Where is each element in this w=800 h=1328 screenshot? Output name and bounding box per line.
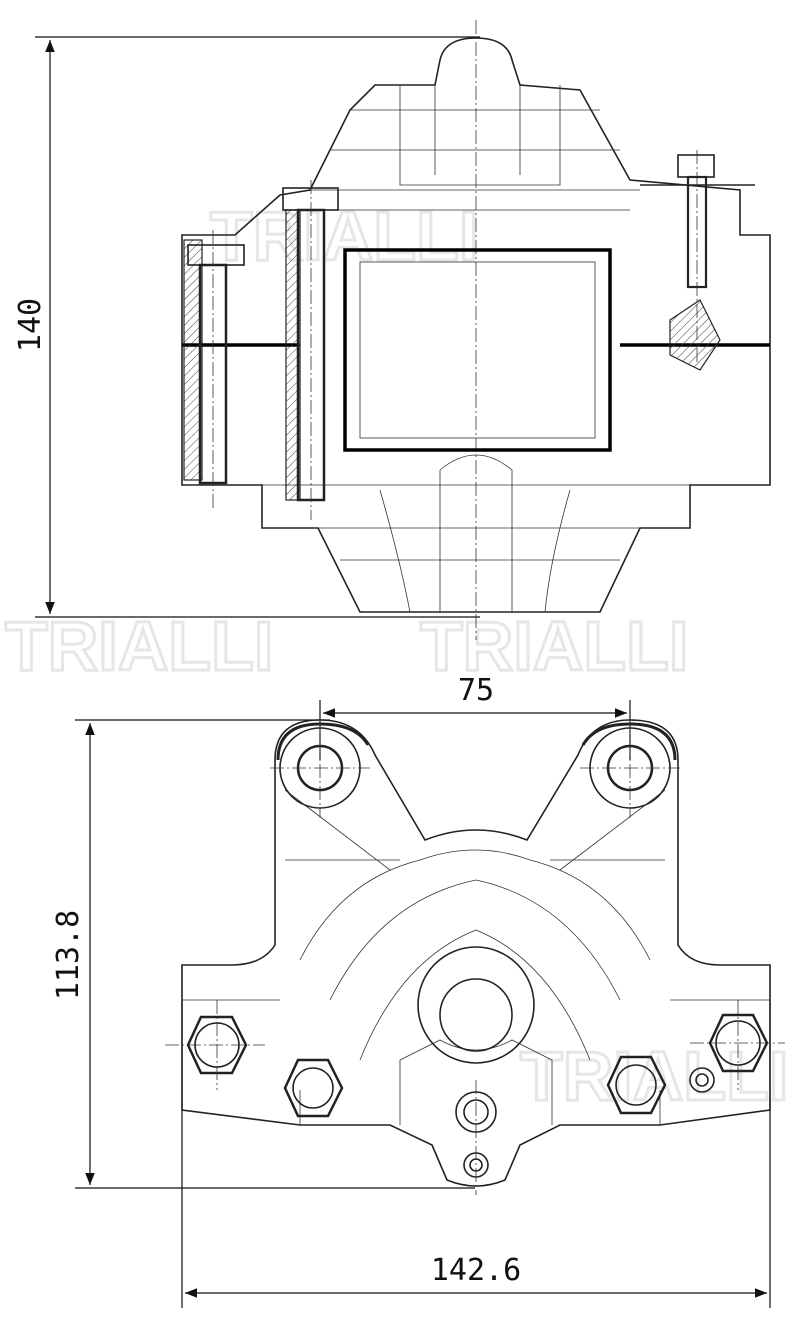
bottom-port bbox=[455, 1080, 497, 1195]
body-contour bbox=[379, 454, 571, 613]
watermark-logo: TRIALLI bbox=[420, 607, 688, 685]
dimension-label-75: 75 bbox=[458, 673, 494, 708]
center-port bbox=[439, 978, 513, 1052]
dimension-label-140: 140 bbox=[13, 298, 48, 352]
section-hatch bbox=[669, 299, 721, 371]
hex-bolt-inner-right bbox=[606, 1055, 667, 1115]
pad-window-inner bbox=[359, 261, 596, 439]
caliper-bottom-outline bbox=[181, 719, 771, 1187]
mount-hole-right bbox=[580, 720, 680, 818]
body-contour bbox=[182, 999, 770, 1125]
bleed-screw bbox=[640, 150, 755, 365]
hex-bolt-outer-left bbox=[165, 1000, 265, 1090]
bolt-left bbox=[187, 230, 245, 510]
dimension-label-142-6: 142.6 bbox=[431, 1253, 521, 1288]
mount-hole-left bbox=[270, 720, 370, 818]
section-hatch bbox=[183, 239, 203, 481]
body-contour bbox=[330, 85, 620, 186]
center-boss bbox=[417, 946, 535, 1064]
bleed-nipple bbox=[689, 1067, 715, 1093]
watermarks: TRIALLI TRIALLI TRIALLI TRIALLI bbox=[4, 196, 790, 1117]
hex-bolt-outer-right bbox=[690, 1000, 785, 1090]
hex-bolt-inner-left bbox=[283, 1058, 344, 1118]
caliper-body-outline bbox=[181, 37, 771, 613]
bottom-view: 75 113.8 142.6 bbox=[51, 673, 785, 1308]
bolt-center-left bbox=[282, 180, 339, 520]
body-contour bbox=[284, 789, 666, 1061]
top-view: 140 bbox=[13, 20, 771, 640]
watermark-logo: TRIALLI bbox=[5, 607, 273, 685]
dimension-label-113-8: 113.8 bbox=[51, 910, 86, 1000]
pad-window bbox=[343, 248, 612, 452]
